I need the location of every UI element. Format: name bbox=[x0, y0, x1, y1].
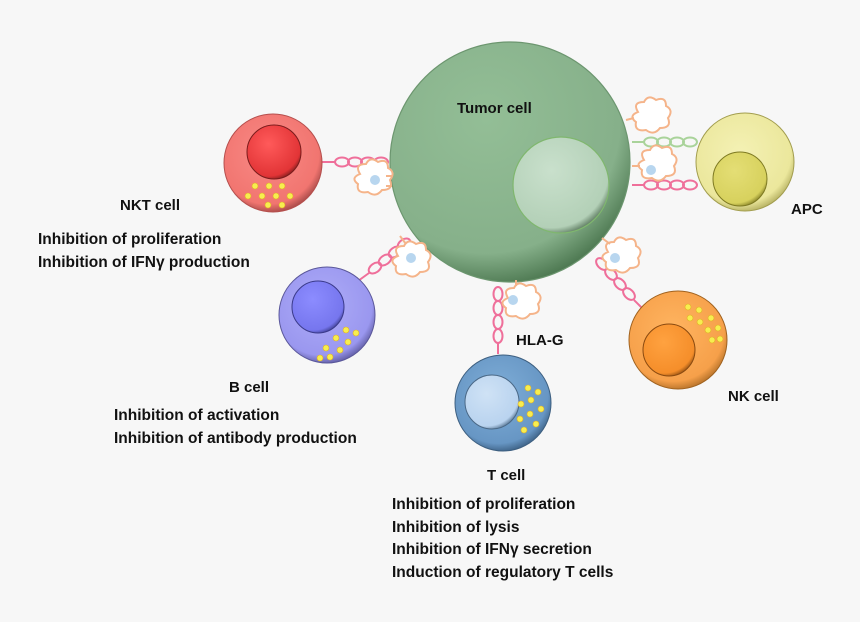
t-effect: Inhibition of lysis bbox=[392, 518, 520, 536]
b-effect: Inhibition of antibody production bbox=[114, 429, 357, 447]
receptor-apc-pink bbox=[632, 179, 698, 191]
tumor-cell-label: Tumor cell bbox=[457, 100, 532, 117]
hla-g-t bbox=[501, 280, 542, 320]
apc-cell bbox=[695, 112, 795, 212]
apc-label: APC bbox=[791, 201, 823, 218]
t-effect: Induction of regulatory T cells bbox=[392, 563, 614, 581]
nkt-granules bbox=[244, 182, 294, 209]
b-nucleus bbox=[291, 280, 345, 334]
t-cell bbox=[454, 354, 552, 452]
nkt-cell-label: NKT cell bbox=[120, 197, 181, 214]
b-cell-label: B cell bbox=[229, 379, 270, 396]
nkt-nucleus bbox=[246, 124, 302, 180]
hla-g-molecules bbox=[353, 96, 678, 320]
nk-cell bbox=[628, 290, 728, 390]
nk-granules bbox=[684, 303, 724, 344]
b-cell bbox=[278, 266, 376, 364]
t-cell-label: T cell bbox=[487, 467, 526, 484]
receptor-apc-green bbox=[632, 136, 698, 148]
hla-g-nkt bbox=[353, 158, 394, 196]
apc-nucleus bbox=[712, 151, 768, 207]
t-effect: Inhibition of proliferation bbox=[392, 496, 576, 513]
nkt-cell bbox=[223, 113, 323, 213]
receptor-t bbox=[492, 286, 504, 354]
t-effects: Inhibition of proliferation Inhibition o… bbox=[392, 494, 613, 584]
t-nucleus bbox=[464, 374, 520, 430]
nk-cell-label: NK cell bbox=[728, 388, 779, 405]
b-effect: Inhibition of activation bbox=[114, 407, 280, 424]
t-granules bbox=[516, 384, 545, 434]
tumor-nucleus bbox=[512, 136, 610, 234]
nk-nucleus bbox=[642, 323, 696, 377]
hla-g-b bbox=[391, 235, 432, 278]
hla-g-nk bbox=[601, 236, 642, 274]
hla-g-label: HLA-G bbox=[516, 332, 564, 349]
tumor-cell bbox=[389, 41, 631, 283]
nkt-effect: Inhibition of proliferation bbox=[38, 231, 222, 248]
nkt-effects: Inhibition of proliferation Inhibition o… bbox=[38, 229, 250, 274]
hla-g-apc-bottom bbox=[632, 144, 678, 182]
nkt-effect: Inhibition of IFNγ production bbox=[38, 253, 250, 271]
hla-g-apc-top bbox=[625, 96, 672, 134]
b-granules bbox=[316, 326, 360, 362]
t-effect: Inhibition of IFNγ secretion bbox=[392, 541, 592, 558]
b-effects: Inhibition of activation Inhibition of a… bbox=[114, 405, 357, 450]
